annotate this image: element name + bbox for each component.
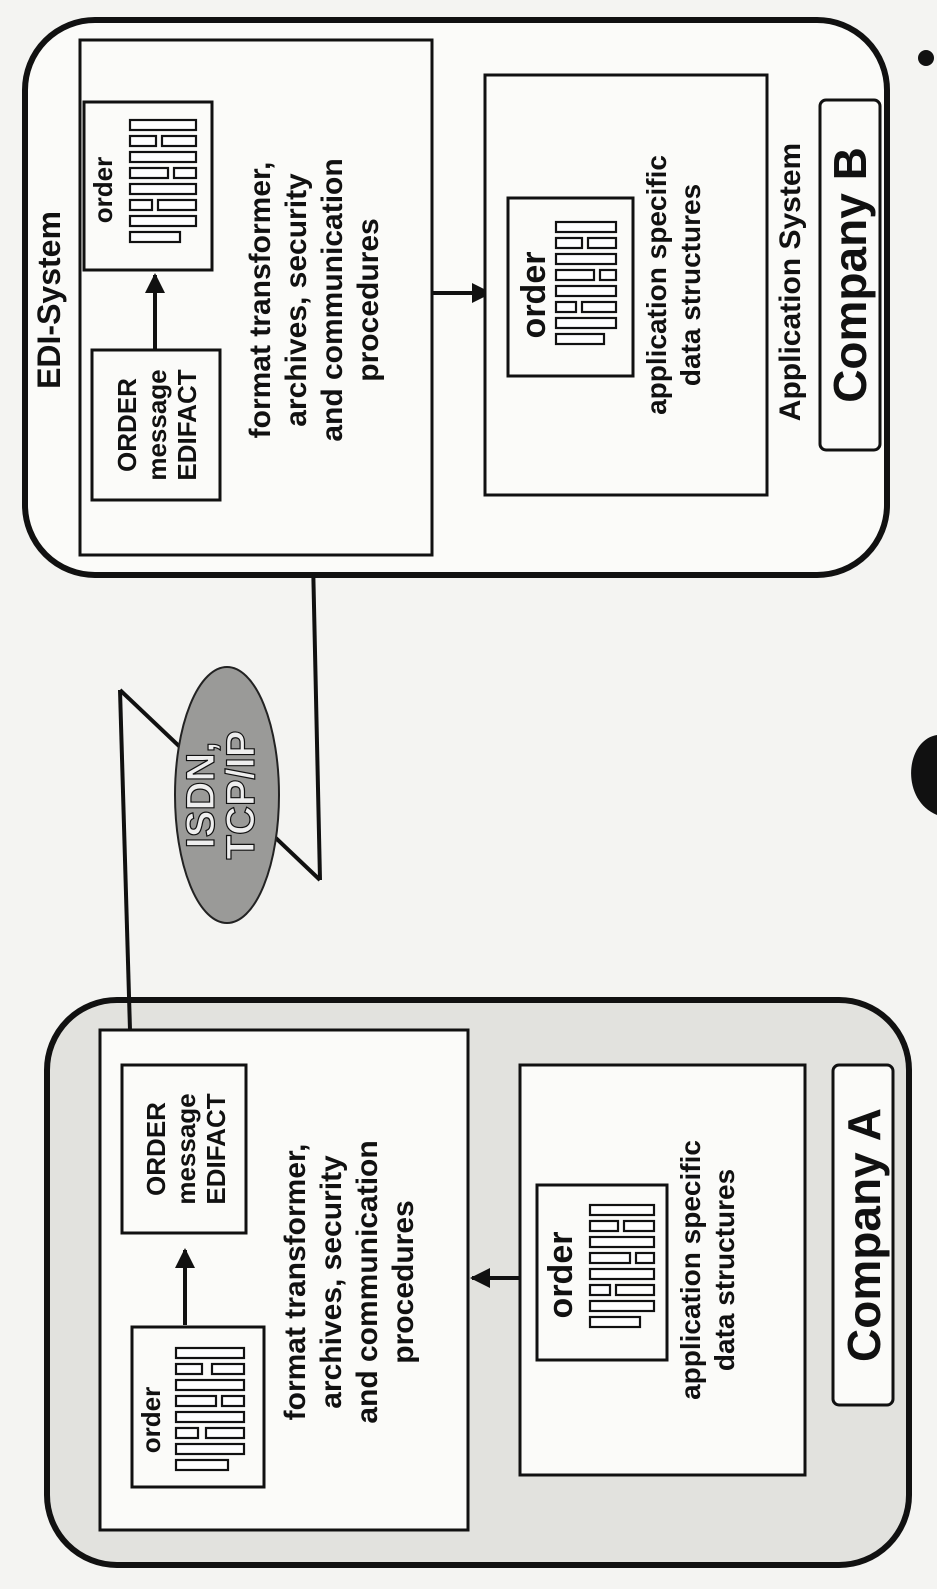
svg-text:ORDER: ORDER (112, 378, 142, 472)
company-b-app-order-label: order (515, 252, 553, 339)
svg-text:procedures: procedures (387, 1200, 420, 1363)
company-a-procedures-text: format transformer, archives, security a… (279, 1140, 420, 1423)
network-text: ISDN, TCP/IP (178, 730, 263, 860)
svg-text:format transformer,: format transformer, (279, 1144, 312, 1421)
svg-text:format transformer,: format transformer, (244, 162, 277, 439)
company-a-edifact-text: ORDER message EDIFACT (141, 1093, 231, 1204)
svg-text:message: message (171, 1093, 201, 1204)
network-link: ISDN, TCP/IP (118, 558, 324, 1031)
company-b-edifact-text: ORDER message EDIFACT (112, 369, 202, 480)
company-b-label: Company B (824, 147, 876, 403)
company-a-application-text: application specific data structures (675, 1140, 740, 1400)
company-b-procedures-text: format transformer, archives, security a… (244, 158, 385, 441)
company-b-app-order-icon (554, 220, 618, 346)
company-b-edifact-box (90, 348, 222, 502)
svg-text:application specific: application specific (641, 155, 672, 415)
svg-text:procedures: procedures (352, 218, 385, 381)
svg-text:data structures: data structures (709, 1169, 740, 1371)
svg-text:data structures: data structures (675, 184, 706, 386)
company-a-label: Company A (838, 1108, 890, 1362)
svg-text:and communication: and communication (351, 1140, 384, 1423)
svg-text:EDIFACT: EDIFACT (201, 1093, 231, 1204)
company-b-order-doc-label: order (88, 157, 118, 223)
company-b-order-doc-icon (128, 118, 198, 244)
scan-speck (918, 50, 934, 66)
scan-blot (911, 735, 937, 815)
company-b-label-box (818, 98, 882, 452)
company-b-application-system-title: Application System (774, 143, 807, 421)
company-a-panel: order ORDER message EDIFACT format trans… (44, 997, 912, 1568)
company-a-app-order-label: order (542, 1232, 580, 1319)
company-b-edi-system-title: EDI-System (31, 211, 67, 389)
company-a-edifact-box (120, 1063, 248, 1235)
company-a-order-doc-label: order (136, 1387, 166, 1453)
svg-text:and communication: and communication (316, 158, 349, 441)
company-a-app-order-icon (588, 1203, 656, 1329)
company-a-label-box (831, 1063, 895, 1407)
company-b-panel: EDI-System order ORDER message EDIFACT (22, 17, 890, 578)
svg-text:EDIFACT: EDIFACT (172, 369, 202, 480)
svg-text:message: message (142, 369, 172, 480)
svg-text:ISDN,: ISDN, (179, 742, 223, 849)
svg-text:ORDER: ORDER (141, 1102, 171, 1196)
svg-text:archives, security: archives, security (315, 1155, 348, 1409)
company-b-application-text: application specific data structures (641, 155, 706, 415)
svg-text:application specific: application specific (675, 1140, 706, 1400)
svg-text:TCP/IP: TCP/IP (219, 731, 263, 860)
company-a-order-doc-icon (174, 1346, 246, 1472)
svg-text:archives, security: archives, security (280, 173, 313, 427)
network-cloud (174, 666, 280, 924)
